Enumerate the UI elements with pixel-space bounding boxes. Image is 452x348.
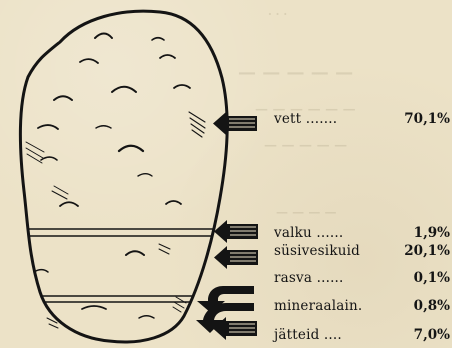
potato-interior-bands — [10, 229, 220, 302]
arrow-protein — [214, 220, 258, 243]
component-value-waste: 7,0% — [414, 329, 450, 343]
component-row-minerals: mineraalain. 0,8% — [274, 300, 450, 314]
component-label-water: vett ....... — [274, 113, 337, 127]
component-label-protein: valku ...... — [274, 227, 343, 241]
potato-eye-marks — [34, 34, 190, 319]
component-label-carbs: süsivesikuid — [274, 245, 360, 259]
component-label-fat: rasva ...... — [274, 272, 344, 286]
component-value-water: 70,1% — [404, 113, 450, 127]
potato-outline — [20, 11, 227, 342]
component-label-minerals: mineraalain. — [274, 300, 362, 314]
component-label-waste: jätteid .... — [274, 329, 342, 343]
component-row-water: vett ....... 70,1% — [274, 113, 450, 127]
component-value-protein: 1,9% — [414, 227, 450, 241]
component-row-carbs: süsivesikuid 20,1% — [274, 245, 450, 259]
arrow-carbs — [214, 246, 258, 269]
component-row-protein: valku ...... 1,9% — [274, 227, 450, 241]
arrow-water — [213, 112, 257, 135]
component-value-carbs: 20,1% — [404, 245, 450, 259]
component-value-minerals: 0,8% — [414, 300, 450, 314]
potato-shape-group — [20, 11, 227, 342]
component-row-fat: rasva ...... 0,1% — [274, 272, 450, 286]
component-value-fat: 0,1% — [414, 272, 450, 286]
component-row-waste: jätteid .... 7,0% — [274, 329, 450, 343]
